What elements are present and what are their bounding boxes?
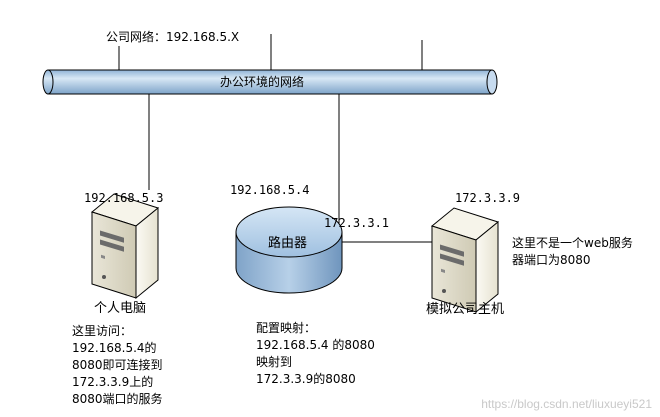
host-note-line: 这里不是一个web服务 xyxy=(512,236,633,250)
router-note-line: 映射到 xyxy=(256,355,293,369)
host-name-label: 模拟公司主机 xyxy=(426,302,505,317)
pc-note-line: 192.168.5.4的 xyxy=(72,341,157,355)
router-outer-ip-label: 192.168.5.4 xyxy=(230,183,310,197)
host-server-icon xyxy=(430,207,500,314)
router-note: 配置映射： 192.168.5.4 的8080 映射到 172.3.3.9的80… xyxy=(256,320,375,388)
router-name-label: 路由器 xyxy=(268,236,308,251)
pc-ip-label: 192.168.5.3 xyxy=(84,191,164,205)
pc-note-line: 8080端口的服务 xyxy=(72,392,163,406)
bus-label: 办公环境的网络 xyxy=(220,75,305,89)
host-note: 这里不是一个web服务 器端口为8080 xyxy=(512,235,633,269)
pc-note-line: 8080即可连接到 xyxy=(72,358,163,372)
pc-note-line: 172.3.3.9上的 xyxy=(72,375,154,389)
pc-server-icon xyxy=(90,193,160,300)
router-note-line: 192.168.5.4 的8080 xyxy=(256,338,375,352)
office-network-bus xyxy=(42,69,498,95)
host-ip-label: 172.3.3.9 xyxy=(455,191,521,205)
router-shape xyxy=(235,206,343,294)
host-note-line: 器端口为8080 xyxy=(512,253,591,267)
router-note-line: 配置映射： xyxy=(256,321,317,335)
router-inner-ip-label: 172.3.3.1 xyxy=(324,216,390,230)
pc-note-line: 这里访问： xyxy=(72,324,133,338)
watermark: https://blog.csdn.net/liuxueyi521 xyxy=(481,397,652,411)
router-note-line: 172.3.3.9的8080 xyxy=(256,372,356,386)
company-network-label: 公司网络：192.168.5.X xyxy=(106,30,240,44)
pc-name-label: 个人电脑 xyxy=(94,301,147,316)
pc-note: 这里访问： 192.168.5.4的 8080即可连接到 172.3.3.9上的… xyxy=(72,323,163,408)
